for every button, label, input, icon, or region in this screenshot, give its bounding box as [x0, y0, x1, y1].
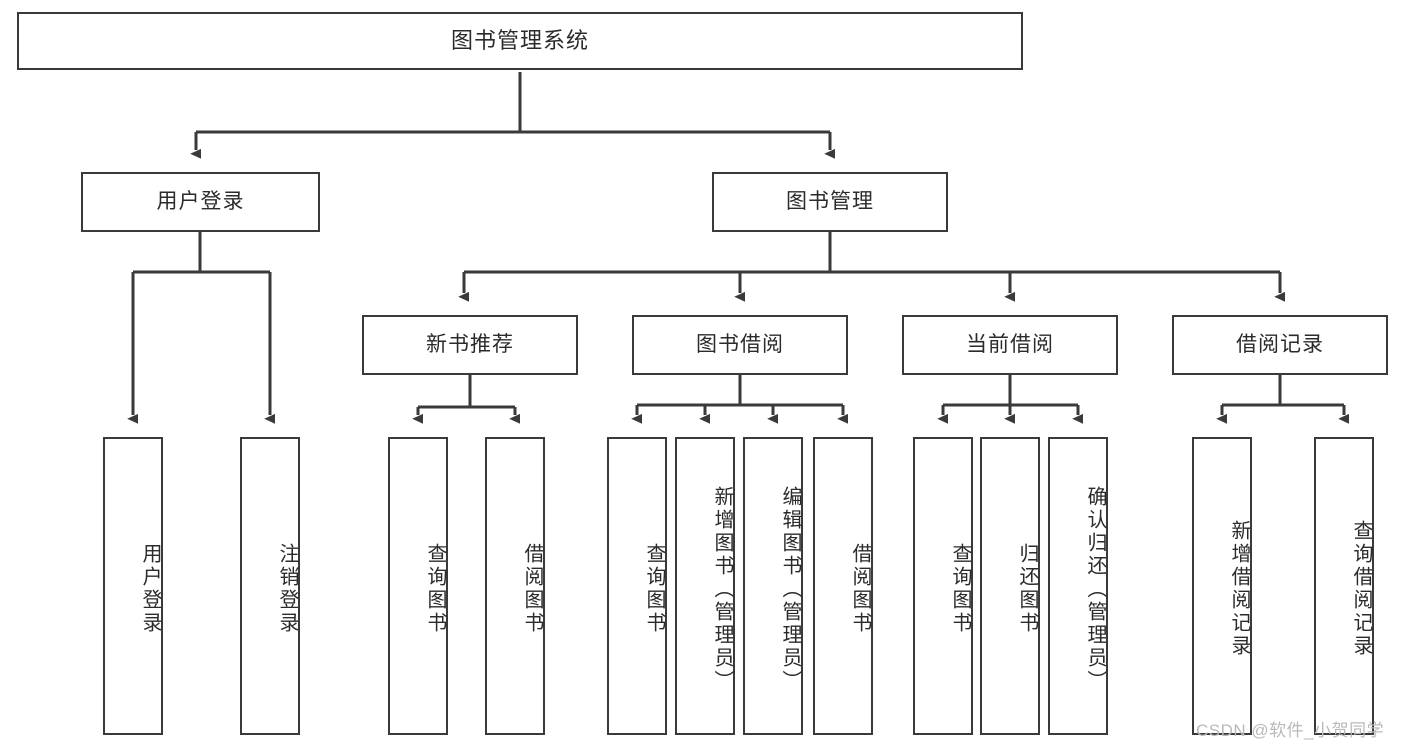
node-book-management[interactable]: 图书管理 [712, 172, 948, 232]
node-label: 编辑图书（管理员） [779, 485, 801, 693]
node-current-borrow[interactable]: 当前借阅 [902, 315, 1118, 375]
node-label: 借阅图书 [849, 543, 871, 635]
leaf-new-book-borrow[interactable]: 借阅图书 [485, 437, 545, 735]
node-label: 查询图书 [643, 543, 665, 635]
node-label: 新增借阅记录 [1228, 520, 1250, 658]
node-book-borrow[interactable]: 图书借阅 [632, 315, 848, 375]
node-label: 借阅图书 [521, 543, 543, 635]
node-label: 用户登录 [156, 189, 245, 213]
node-label: 归还图书 [1016, 543, 1038, 635]
leaf-current-borrow-return[interactable]: 归还图书 [980, 437, 1040, 735]
node-label: 当前借阅 [966, 332, 1054, 356]
leaf-book-borrow-add[interactable]: 新增图书（管理员） [675, 437, 735, 735]
node-borrow-record[interactable]: 借阅记录 [1172, 315, 1388, 375]
node-label: 确认归还（管理员） [1084, 485, 1106, 693]
node-label: 图书借阅 [696, 332, 784, 356]
node-user-login[interactable]: 用户登录 [81, 172, 320, 232]
leaf-borrow-record-query[interactable]: 查询借阅记录 [1314, 437, 1374, 735]
node-root-system[interactable]: 图书管理系统 [17, 12, 1023, 70]
leaf-user-login-login[interactable]: 用户登录 [103, 437, 163, 735]
node-label: 查询借阅记录 [1350, 520, 1372, 658]
node-label: 新书推荐 [426, 332, 514, 356]
leaf-borrow-record-add[interactable]: 新增借阅记录 [1192, 437, 1252, 735]
node-label: 图书管理系统 [450, 28, 589, 54]
node-label: 查询图书 [424, 543, 446, 635]
leaf-current-borrow-query[interactable]: 查询图书 [913, 437, 973, 735]
node-new-book-recommend[interactable]: 新书推荐 [362, 315, 578, 375]
node-label: 查询图书 [949, 543, 971, 635]
csdn-watermark: CSDN @软件_小贺同学 [1196, 721, 1385, 740]
leaf-book-borrow-query[interactable]: 查询图书 [607, 437, 667, 735]
leaf-user-login-logout[interactable]: 注销登录 [240, 437, 300, 735]
node-label: 图书管理 [786, 189, 874, 213]
leaf-current-borrow-confirm[interactable]: 确认归还（管理员） [1048, 437, 1108, 735]
leaf-book-borrow-edit[interactable]: 编辑图书（管理员） [743, 437, 803, 735]
node-label: 借阅记录 [1236, 332, 1324, 356]
node-label: 新增图书（管理员） [711, 485, 733, 693]
leaf-book-borrow-borrow[interactable]: 借阅图书 [813, 437, 873, 735]
node-label: 注销登录 [276, 543, 298, 635]
leaf-new-book-query[interactable]: 查询图书 [388, 437, 448, 735]
node-label: 用户登录 [139, 543, 161, 635]
